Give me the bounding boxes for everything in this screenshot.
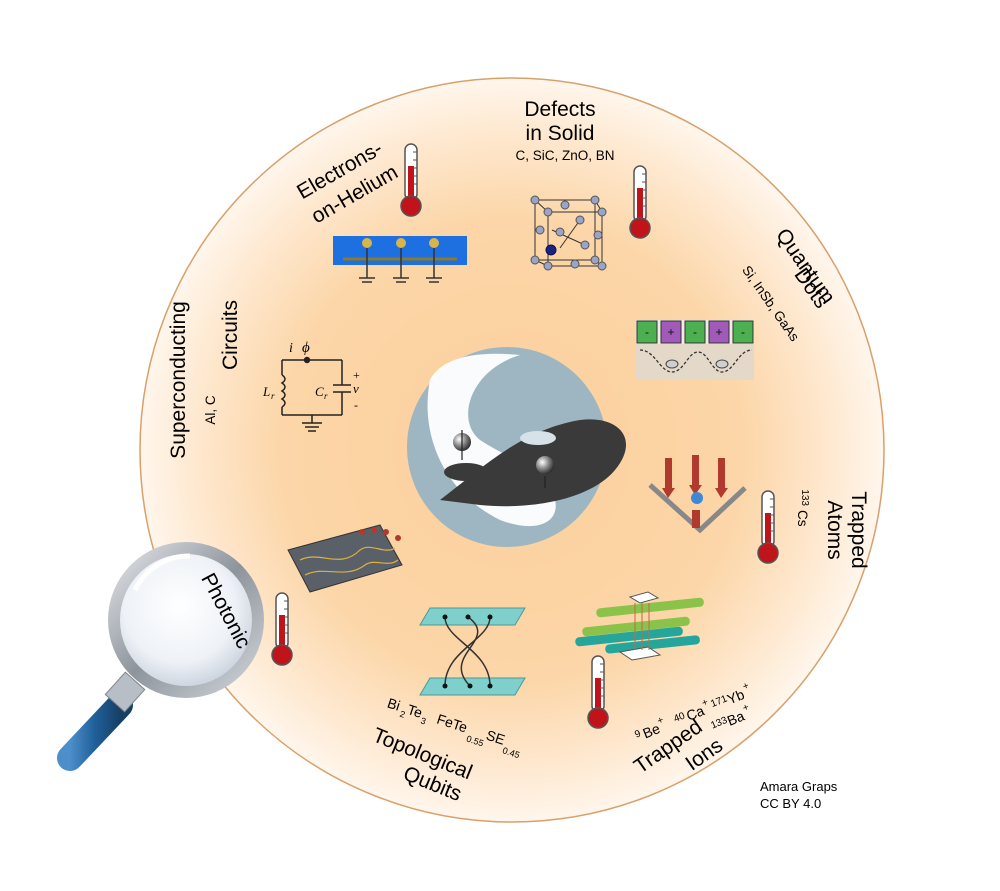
svg-text:-: - <box>693 325 697 339</box>
svg-text:+: + <box>700 697 710 709</box>
svg-text:Bi: Bi <box>385 695 402 714</box>
trapped-atoms-illustration <box>648 455 747 534</box>
superconducting-materials: Al, C <box>203 395 218 425</box>
svg-text:Be: Be <box>640 720 662 741</box>
trapped-atoms-element: Cs <box>795 510 810 527</box>
crystal-lattice-illustration <box>530 195 607 271</box>
credit-license: CC BY 4.0 <box>760 796 821 811</box>
svg-text:Ca: Ca <box>684 702 707 724</box>
credit-author: Amara Graps <box>760 779 838 794</box>
defects-in-solid-label-line1: Defects <box>524 98 595 121</box>
electrons-on-helium-illustration <box>333 236 467 283</box>
circuit-labels: i ϕ L r C r v + - <box>262 340 360 412</box>
trapped-ions-illustration <box>575 591 704 661</box>
svg-text:+: + <box>656 715 666 727</box>
svg-text:-: - <box>354 398 358 412</box>
svg-text:-: - <box>741 325 745 339</box>
svg-text:v: v <box>353 381 359 396</box>
trapped-atoms-isotope-mass: 133 <box>799 489 810 506</box>
magnifying-glass-icon <box>57 542 264 771</box>
trapped-atoms-label-line1: Trapped <box>847 491 870 568</box>
quantum-dots-illustration <box>636 320 754 380</box>
svg-text:ϕ: ϕ <box>302 340 310 356</box>
svg-text:-: - <box>645 325 649 339</box>
svg-text:3: 3 <box>419 716 427 727</box>
svg-text:+: + <box>741 680 751 692</box>
svg-text:40: 40 <box>672 710 687 725</box>
svg-text:r: r <box>324 391 328 401</box>
superconducting-label-line1: Superconducting <box>167 301 190 459</box>
svg-text:+: + <box>353 368 360 382</box>
superconducting-circuit-schematic <box>280 356 351 432</box>
svg-text:L: L <box>262 384 270 399</box>
trapped-atoms-label-line2: Atoms <box>823 500 846 560</box>
svg-text:Yb: Yb <box>725 686 747 707</box>
svg-text:+: + <box>741 702 751 714</box>
svg-text:+: + <box>667 325 674 339</box>
trapped-ions-species: 9 Be + 40 Ca + 171 Yb + 133 Ba + <box>633 680 751 741</box>
photonic-chip-illustration <box>287 524 403 593</box>
yin-yang-emblem <box>407 347 627 547</box>
quantum-dot-gate-signs: - + - + - <box>645 325 745 339</box>
svg-text:9: 9 <box>633 728 643 740</box>
svg-text:C: C <box>315 384 324 399</box>
svg-text:Te: Te <box>405 701 424 721</box>
topological-qubits-illustration <box>419 607 526 696</box>
svg-text:Ba: Ba <box>725 707 747 728</box>
svg-text:r: r <box>271 391 275 401</box>
superconducting-label-line2: Circuits <box>219 300 242 370</box>
svg-text:2: 2 <box>398 709 406 720</box>
svg-text:+: + <box>715 325 722 339</box>
defects-in-solid-materials: C, SiC, ZnO, BN <box>515 148 614 163</box>
defects-in-solid-label-line2: in Solid <box>526 122 595 145</box>
svg-text:SE: SE <box>484 727 507 748</box>
svg-text:i: i <box>289 341 293 356</box>
